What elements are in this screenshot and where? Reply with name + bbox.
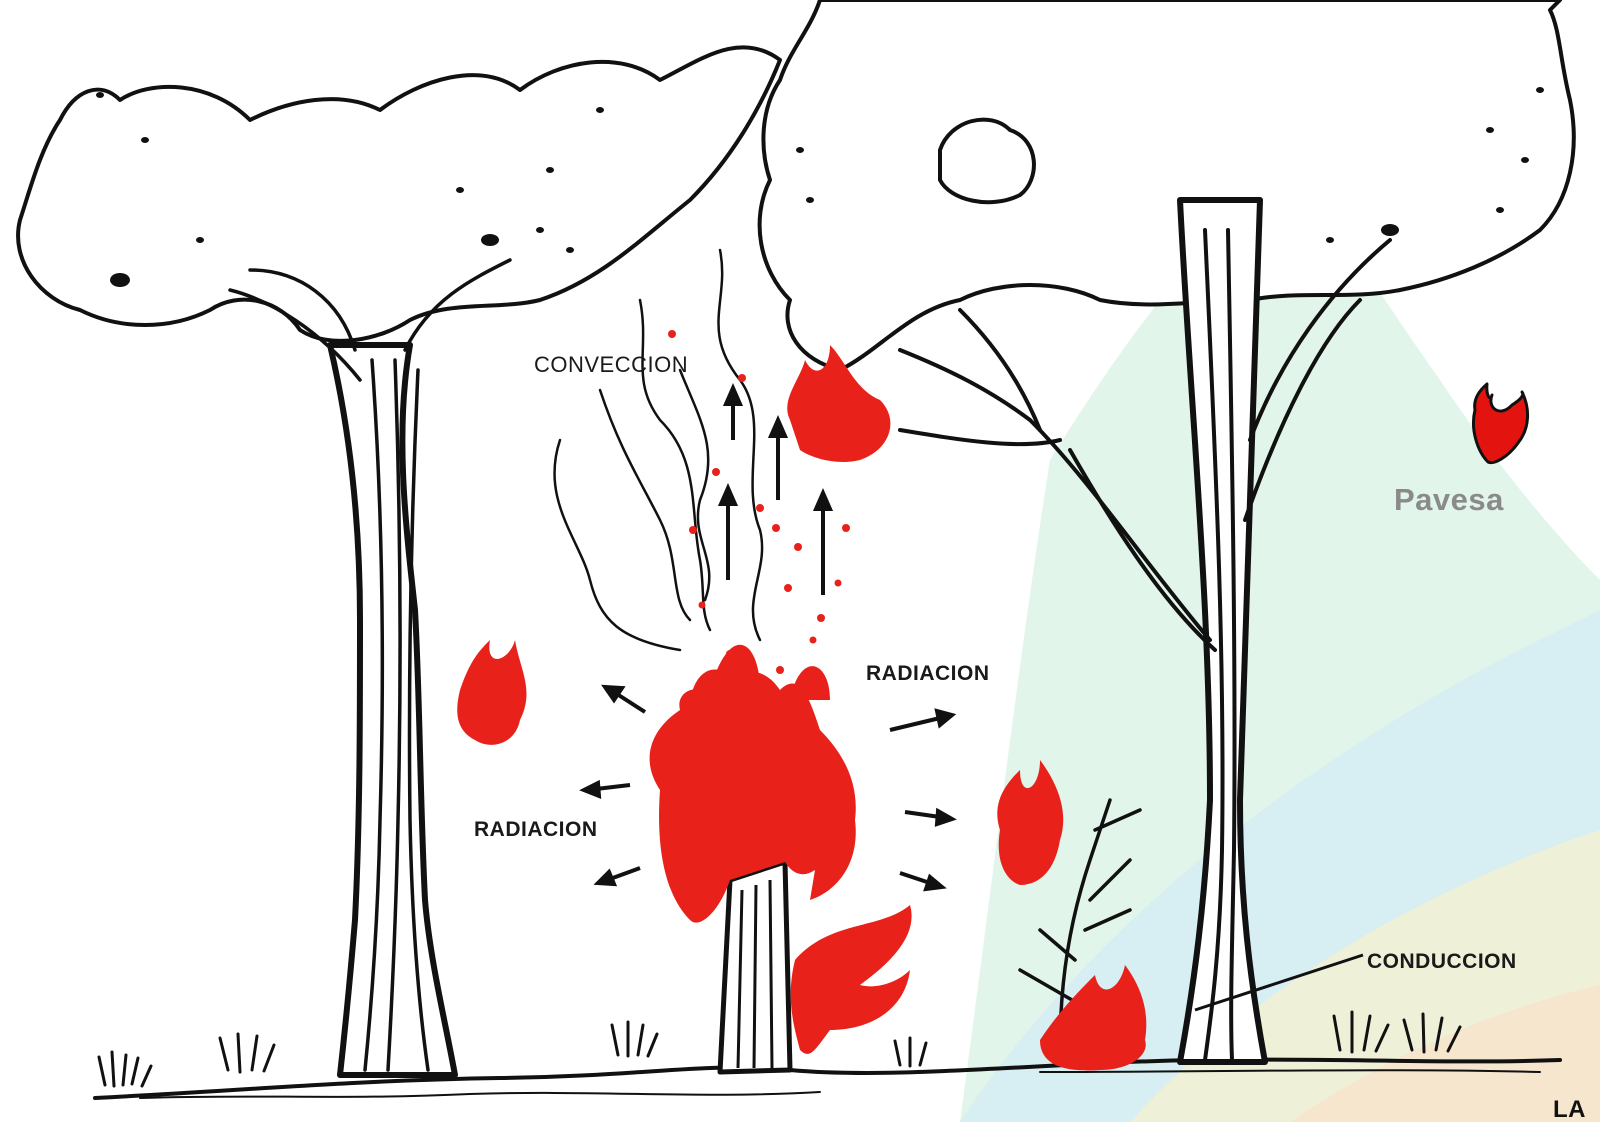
convection-lines <box>554 250 762 650</box>
ember-flame-icon <box>1473 384 1527 463</box>
radiation-label-right: RADIACION <box>866 662 990 686</box>
ember-label: Pavesa <box>1394 482 1504 518</box>
conduction-label: CONDUCCION <box>1367 950 1517 974</box>
convection-label: CONVECCION <box>534 352 688 378</box>
watermark-logo <box>960 160 1600 1122</box>
corner-text-fragment: LA <box>1553 1096 1586 1124</box>
burning-stump <box>720 862 790 1072</box>
left-tree <box>18 47 780 1075</box>
radiation-label-left: RADIACION <box>474 818 598 842</box>
